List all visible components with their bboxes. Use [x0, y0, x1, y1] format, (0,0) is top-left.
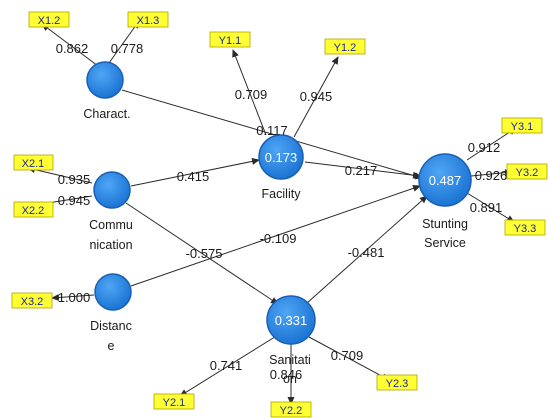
arrow-x2-1 — [27, 166, 93, 184]
indicator-y3-2-label: Y3.2 — [516, 167, 539, 179]
construct-distance-circle[interactable] — [94, 273, 132, 311]
construct-facility-circle[interactable] — [258, 134, 304, 180]
indicator-x1-3-label: X1.3 — [137, 15, 160, 27]
measurement-arrows — [27, 20, 517, 405]
path-sanitation-stunting — [306, 195, 428, 304]
construct-stunting-circle[interactable] — [418, 153, 472, 207]
indicator-x2-2[interactable]: X2.2 — [13, 201, 54, 218]
construct-stunting-label-line1: Stunting — [422, 217, 468, 231]
indicator-y2-2-label: Y2.2 — [280, 405, 303, 417]
arrow-y1-1 — [232, 49, 267, 136]
indicator-y3-1-label: Y3.1 — [511, 121, 534, 133]
loading-x2-2: 0.945 — [58, 193, 91, 208]
loading-y2-1: 0.741 — [210, 358, 243, 373]
construct-sanitation-r2: 0.331 — [275, 313, 308, 328]
coef-facility-stunting: 0.217 — [345, 163, 378, 178]
path-facility-stunting — [304, 161, 421, 179]
loading-x1-3: 0.778 — [111, 41, 144, 56]
loading-y1-2: 0.945 — [300, 89, 333, 104]
indicator-x1-2[interactable]: X1.2 — [28, 11, 70, 28]
indicator-y1-1[interactable]: Y1.1 — [209, 31, 251, 48]
construct-stunting-r2: 0.487 — [429, 173, 462, 188]
construct-charact-label: Charact. — [83, 107, 130, 121]
construct-charact-circle[interactable] — [86, 61, 124, 99]
indicators: X1.2 X1.3 X2.1 X2.2 X3.2 Y1.1 Y1.2 Y2.1 … — [11, 11, 548, 418]
loading-y3-1: 0.912 — [468, 140, 501, 155]
construct-facility-r2: 0.173 — [265, 150, 298, 165]
coef-comm-sanitation: -0.575 — [186, 246, 223, 261]
coef-comm-facility: 0.415 — [177, 169, 210, 184]
construct-distance-label-line1: Distanc — [90, 319, 132, 333]
indicator-y2-1[interactable]: Y2.1 — [153, 393, 195, 410]
constructs: Charact. Commu nication Distanc e 0.173 … — [83, 61, 472, 386]
construct-charact[interactable]: Charact. — [83, 61, 131, 121]
construct-communication-label-line2: nication — [89, 238, 132, 252]
construct-distance[interactable]: Distanc e — [90, 273, 132, 353]
indicator-y1-1-label: Y1.1 — [219, 35, 242, 47]
construct-stunting-label-line2: Service — [424, 236, 466, 250]
indicator-y1-2-label: Y1.2 — [334, 42, 357, 54]
structural-paths — [121, 89, 428, 305]
construct-sanitation-label-line2: on — [283, 372, 297, 386]
construct-facility[interactable]: 0.173 Facility — [258, 134, 304, 201]
loading-x3-2: 1.000 — [58, 290, 91, 305]
construct-distance-label-line2: e — [108, 339, 115, 353]
indicator-x2-1[interactable]: X2.1 — [13, 154, 54, 171]
construct-stunting[interactable]: 0.487 Stunting Service — [418, 153, 472, 250]
construct-facility-label: Facility — [262, 187, 302, 201]
indicator-y3-1[interactable]: Y3.1 — [501, 117, 543, 134]
path-charact-stunting — [121, 89, 423, 180]
path-distance-stunting — [130, 184, 421, 287]
arrow-y1-2 — [293, 56, 339, 138]
loading-x1-2: 0.862 — [56, 41, 89, 56]
indicator-y2-2[interactable]: Y2.2 — [270, 401, 312, 418]
indicator-x2-1-label: X2.1 — [22, 158, 45, 170]
indicator-y2-3[interactable]: Y2.3 — [376, 374, 418, 391]
coef-distance-stunting: -0.109 — [260, 231, 297, 246]
construct-sanitation[interactable]: 0.331 Sanitati on — [266, 295, 316, 386]
arrow-x3-2 — [51, 294, 95, 301]
coef-charact-stunting: 0.117 — [256, 123, 288, 138]
arrow-y3-3 — [466, 192, 515, 223]
arrow-y3-2 — [470, 169, 513, 177]
arrow-x1-2 — [41, 23, 99, 67]
construct-communication-circle[interactable] — [93, 171, 131, 209]
indicator-y1-2[interactable]: Y1.2 — [324, 38, 366, 55]
loading-y2-2: 0.846 — [270, 367, 303, 382]
indicator-x1-3[interactable]: X1.3 — [127, 11, 169, 28]
indicator-x2-2-label: X2.2 — [22, 205, 45, 217]
construct-sanitation-label-line1: Sanitati — [269, 353, 311, 367]
indicator-y2-3-label: Y2.3 — [386, 378, 409, 390]
loading-y3-3: 0.891 — [470, 200, 503, 215]
indicator-x3-2-label: X3.2 — [21, 296, 44, 308]
indicator-y3-3-label: Y3.3 — [514, 223, 537, 235]
path-coefficients: 0.117 0.415 0.217 -0.575 -0.109 -0.481 — [177, 123, 385, 261]
loading-y3-2: 0.926 — [475, 168, 508, 183]
arrow-y2-1 — [179, 334, 279, 397]
indicator-x3-2[interactable]: X3.2 — [11, 292, 53, 309]
arrow-x1-3 — [108, 20, 140, 64]
arrow-y2-3 — [308, 336, 390, 381]
loading-x2-1: 0.935 — [58, 172, 91, 187]
construct-communication-label-line1: Commu — [89, 218, 133, 232]
path-comm-sanitation — [125, 202, 279, 305]
construct-sanitation-circle[interactable] — [266, 295, 316, 345]
construct-communication[interactable]: Commu nication — [89, 171, 133, 252]
indicator-x1-2-label: X1.2 — [38, 15, 61, 27]
indicator-y3-3[interactable]: Y3.3 — [504, 219, 546, 236]
path-comm-facility — [130, 157, 260, 187]
indicator-y2-1-label: Y2.1 — [163, 397, 186, 409]
loading-y1-1: 0.709 — [235, 87, 268, 102]
loading-y2-3: 0.709 — [331, 348, 364, 363]
coef-sanitation-stunting: -0.481 — [348, 245, 385, 260]
loadings: 0.862 0.778 0.935 0.945 1.000 0.709 0.94… — [56, 41, 508, 382]
indicator-y3-2[interactable]: Y3.2 — [506, 163, 548, 180]
